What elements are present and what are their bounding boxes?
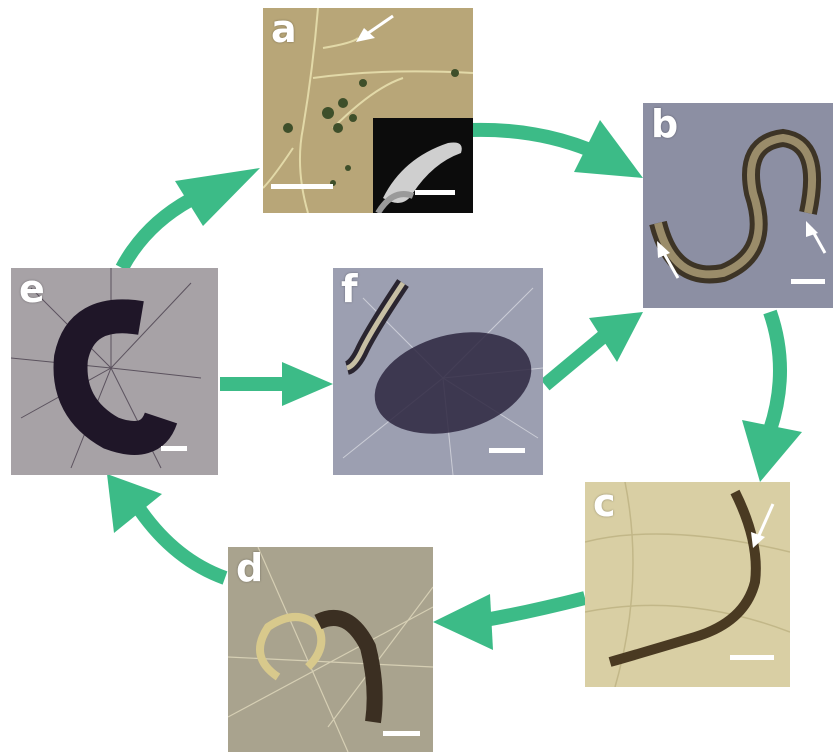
- arrow-b-to-c: [770, 312, 780, 430]
- panel-b: b: [643, 103, 833, 308]
- arrow-c-to-d: [485, 598, 585, 620]
- panel-c-scale-bar: [730, 655, 774, 660]
- panel-d: d: [228, 547, 433, 752]
- arrow-a-to-b: [470, 130, 590, 150]
- panel-e-scale-bar: [161, 446, 187, 451]
- panel-f-micrograph: [333, 268, 543, 475]
- arrowhead-c-to-d: [433, 594, 493, 650]
- panel-label-e: e: [19, 270, 45, 308]
- panel-label-f: f: [341, 270, 358, 308]
- panel-d-scale-bar: [383, 731, 420, 736]
- panel-label-b: b: [651, 105, 678, 143]
- panel-label-d: d: [236, 549, 263, 587]
- panel-c: c: [585, 482, 790, 687]
- arrowhead-e-to-f: [282, 362, 333, 406]
- arrowhead-e-to-a: [175, 168, 260, 226]
- arrow-f-to-b: [545, 335, 605, 385]
- sem-trap-image: [373, 118, 473, 213]
- arrow-e-to-a: [122, 200, 190, 268]
- panel-label-a: a: [271, 10, 297, 48]
- panel-a-sem-inset: [373, 118, 473, 213]
- arrowhead-b-to-c: [742, 420, 802, 482]
- panel-a-scale-bar: [271, 184, 333, 189]
- panel-f-scale-bar: [489, 448, 525, 453]
- panel-label-c: c: [593, 484, 616, 522]
- panel-f: f: [333, 268, 543, 475]
- panel-b-scale-bar: [791, 279, 825, 284]
- panel-e: e: [11, 268, 218, 475]
- arrow-d-to-e: [140, 510, 225, 578]
- panel-a: a: [263, 8, 473, 213]
- inset-scale-bar: [415, 190, 455, 195]
